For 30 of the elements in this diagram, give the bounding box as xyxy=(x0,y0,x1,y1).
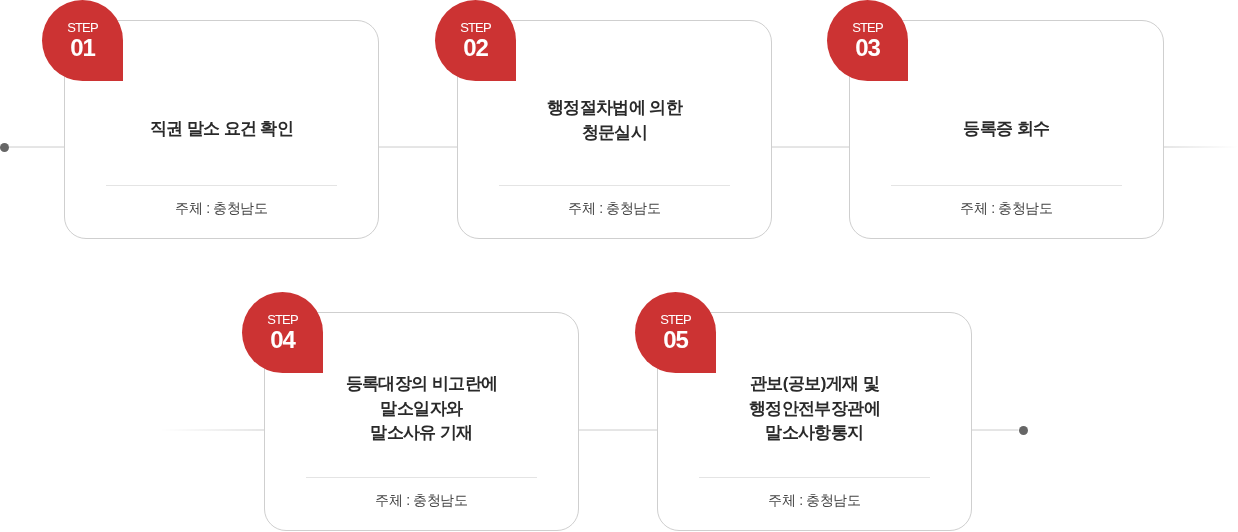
step-owner-text: 주체 : 충청남도 xyxy=(174,199,269,218)
step-owner-text: 주체 : 충청남도 xyxy=(374,491,469,510)
step-owner-text: 주체 : 충청남도 xyxy=(767,491,862,510)
step-title: 등록대장의 비고란에 말소일자와 말소사유 기재 xyxy=(344,373,499,444)
step-owner-text: 주체 : 충청남도 xyxy=(959,199,1054,218)
step-label: STEP xyxy=(266,312,299,328)
step-number: 02 xyxy=(462,35,489,61)
step-number: 03 xyxy=(854,35,881,61)
endpoint-dot xyxy=(1018,425,1028,435)
step-badge xyxy=(827,0,908,81)
step-label: STEP xyxy=(66,20,99,36)
step-title: 직권 말소 요건 확인 xyxy=(148,118,295,140)
step-number: 05 xyxy=(662,327,689,353)
step-label: STEP xyxy=(659,312,692,328)
step-card xyxy=(457,20,772,239)
step-number: 04 xyxy=(269,327,297,353)
step-badge xyxy=(42,0,123,81)
endpoint-dot xyxy=(0,142,9,152)
step-title: 등록증 회수 xyxy=(962,118,1051,140)
step-title: 행정절차법에 의한 청문실시 xyxy=(545,97,684,144)
step-number: 01 xyxy=(69,35,97,61)
step-card xyxy=(64,20,379,239)
step-badge xyxy=(435,0,516,81)
step-label: STEP xyxy=(459,20,492,36)
step-card xyxy=(264,312,579,531)
step-owner-text: 주체 : 충청남도 xyxy=(567,199,662,218)
step-card xyxy=(657,312,972,531)
step-title: 관보(공보)게재 및 행정안전부장관에 말소사항통지 xyxy=(747,373,882,444)
step-label: STEP xyxy=(851,20,884,36)
step-card xyxy=(849,20,1164,239)
